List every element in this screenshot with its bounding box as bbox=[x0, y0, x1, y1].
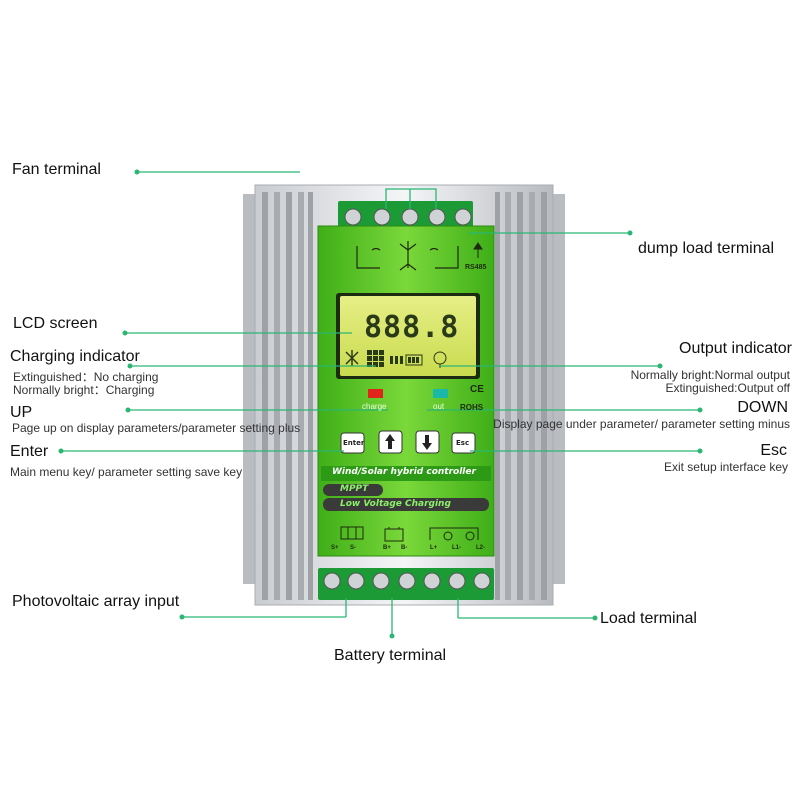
fan-terminal-label: Fan terminal bbox=[12, 161, 101, 178]
up-desc: Page up on display parameters/parameter … bbox=[12, 421, 301, 435]
enter-button[interactable]: Enter bbox=[343, 439, 365, 447]
right-heatsink-fins bbox=[495, 192, 547, 600]
lcd-screen-label: LCD screen bbox=[13, 315, 98, 332]
charging-indicator-line1: Extinguished：No charging bbox=[13, 370, 159, 384]
top-terminal-block bbox=[338, 201, 473, 229]
bottom-load-icon bbox=[429, 527, 479, 541]
bottom-terminal-block bbox=[318, 568, 494, 600]
output-indicator-line1: Normally bright:Normal output bbox=[630, 368, 790, 382]
title-strip-text: Wind/Solar hybrid controller bbox=[332, 467, 476, 477]
title-strip bbox=[321, 466, 491, 481]
dump-load-terminal-label: dump load terminal bbox=[638, 240, 775, 257]
terminal-label: L2- bbox=[476, 545, 485, 551]
pv-input-label: Photovoltaic array input bbox=[12, 593, 180, 610]
wind-icon bbox=[345, 350, 359, 366]
down-button[interactable] bbox=[416, 431, 439, 453]
lvc-strip-text: Low Voltage Charging bbox=[340, 499, 451, 509]
terminal-label: B+ bbox=[383, 545, 391, 551]
callout-dots bbox=[58, 169, 703, 639]
rohs-mark: ROHS bbox=[460, 403, 484, 412]
mppt-strip-text: MPPT bbox=[340, 484, 369, 494]
up-title: UP bbox=[10, 404, 33, 421]
lcd-digits: 888.8 bbox=[364, 310, 460, 345]
up-button[interactable] bbox=[379, 431, 402, 453]
output-indicator-title: Output indicator bbox=[679, 340, 792, 357]
lvc-strip bbox=[323, 498, 489, 511]
bottom-battery-icon bbox=[384, 527, 404, 542]
bottom-pv-icon bbox=[340, 526, 364, 540]
terminal-label: L+ bbox=[430, 545, 438, 551]
charge-label: charge bbox=[362, 402, 387, 411]
enter-title: Enter bbox=[10, 443, 49, 460]
terminal-label: L1- bbox=[452, 545, 461, 551]
button-row bbox=[340, 430, 476, 454]
out-label: out bbox=[433, 402, 445, 411]
load-terminal-label: Load terminal bbox=[600, 610, 697, 627]
output-indicator-line2: Extinguished:Output off bbox=[665, 381, 790, 395]
charging-indicator-line2: Normally bright：Charging bbox=[13, 383, 155, 397]
esc-button[interactable]: Esc bbox=[456, 439, 470, 447]
enter-desc: Main menu key/ parameter setting save ke… bbox=[10, 465, 243, 479]
down-desc: Display page under parameter/ parameter … bbox=[493, 417, 790, 431]
out-led bbox=[433, 389, 448, 398]
left-heatsink-fins bbox=[262, 192, 313, 600]
ce-mark: CE bbox=[470, 384, 484, 395]
charge-led bbox=[368, 389, 383, 398]
mppt-strip bbox=[323, 484, 383, 496]
rs485-label: RS485 bbox=[465, 264, 487, 271]
wind-turbine-symbol bbox=[356, 241, 459, 271]
down-title: DOWN bbox=[737, 399, 788, 416]
charging-indicator-title: Charging indicator bbox=[10, 348, 140, 365]
terminal-label: S- bbox=[350, 545, 356, 551]
battery-terminal-label: Battery terminal bbox=[334, 647, 447, 664]
esc-title: Esc bbox=[760, 442, 787, 459]
battery-level-icon bbox=[390, 354, 423, 366]
callout-lines bbox=[61, 171, 700, 636]
terminal-label: B- bbox=[401, 545, 408, 551]
pv-panel-icon bbox=[367, 350, 384, 367]
terminal-label: S+ bbox=[331, 545, 339, 551]
lcd-display bbox=[336, 293, 480, 379]
rs485-arrow-icon bbox=[473, 242, 483, 258]
esc-desc: Exit setup interface key bbox=[663, 460, 788, 474]
